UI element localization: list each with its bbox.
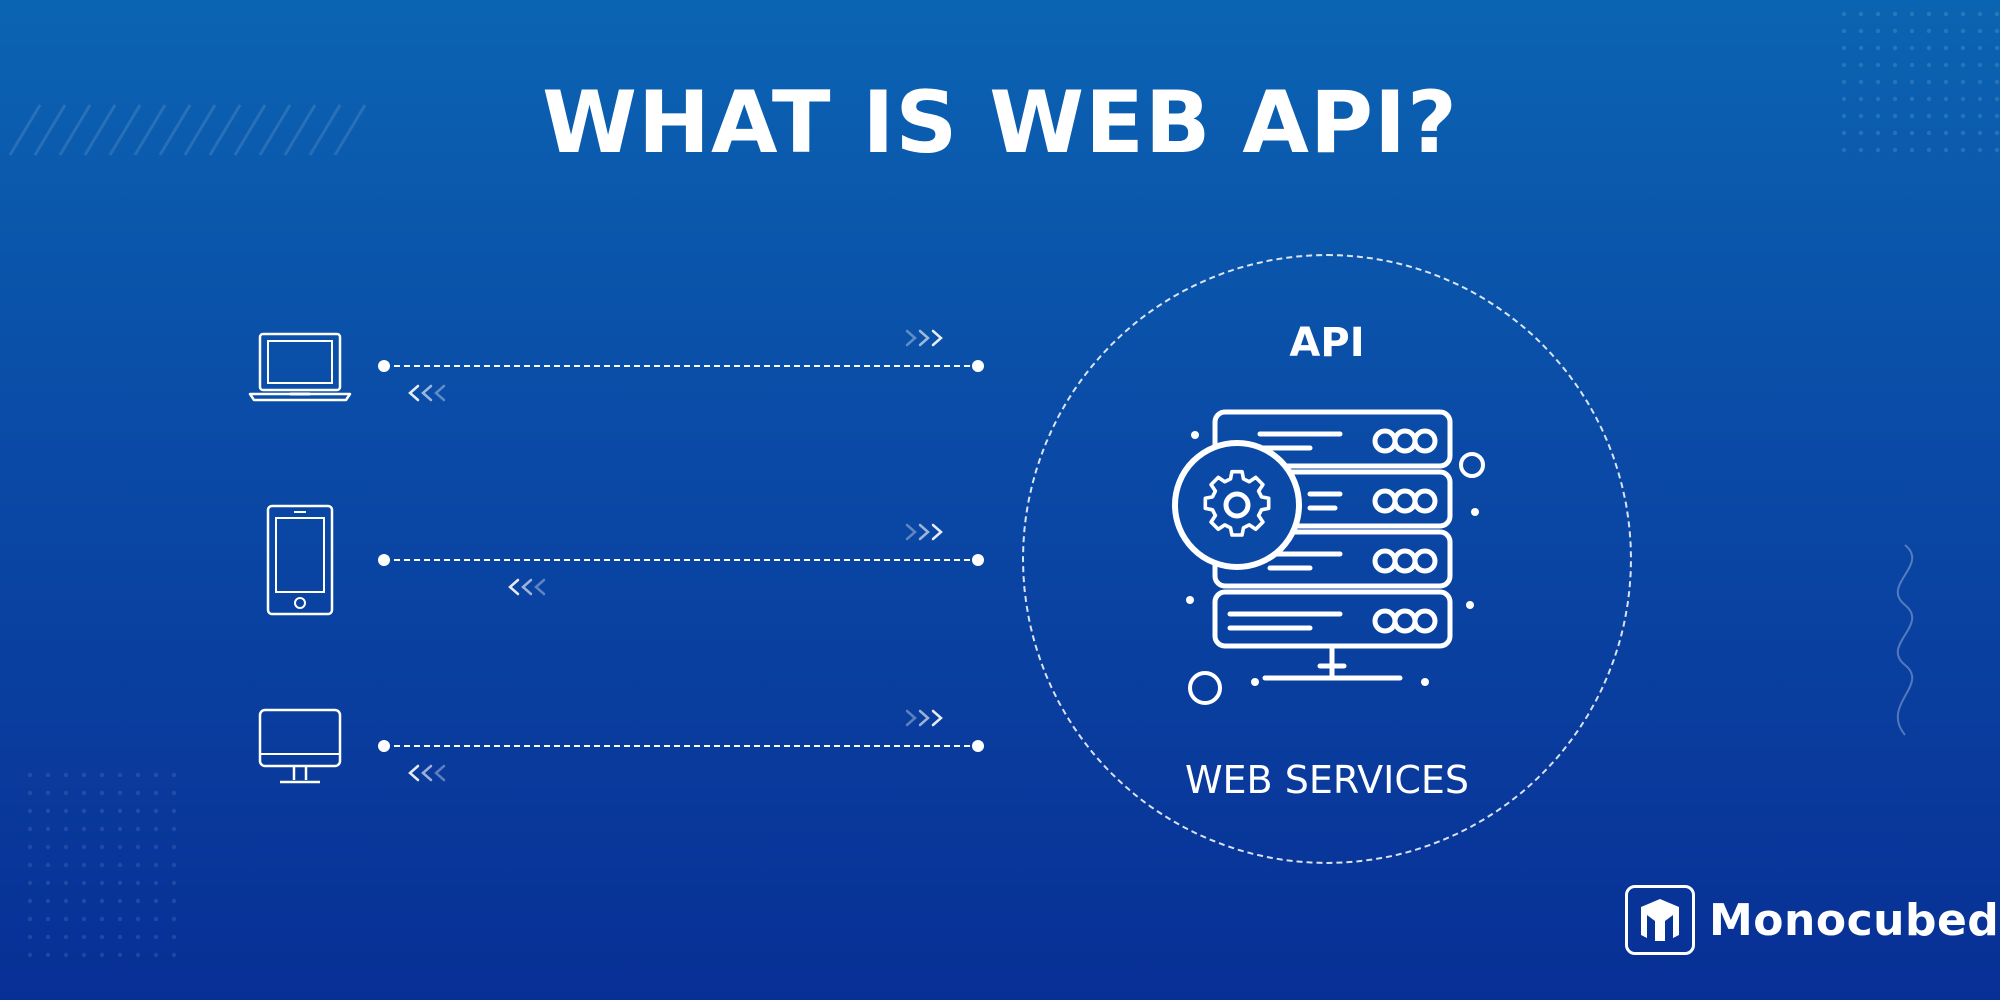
- api-label: API: [1289, 320, 1365, 366]
- connection-line-laptop: [378, 329, 984, 402]
- brand-logo[interactable]: Monocubed: [1625, 885, 1999, 955]
- web-services-circle: [1022, 254, 1632, 864]
- dot-grid-decoration-top-right: [1840, 10, 2000, 160]
- desktop-monitor-icon: [258, 708, 342, 784]
- wavy-line-decoration: [1896, 544, 1914, 736]
- server-rack-icon: [1172, 409, 1485, 705]
- page-title: WHAT IS WEB API?: [542, 73, 1458, 173]
- tablet-icon: [266, 504, 334, 616]
- dot-grid-decoration-bottom-left: [25, 770, 185, 970]
- web-services-label: WEB SERVICES: [1184, 758, 1470, 802]
- connection-line-desktop: [378, 709, 984, 782]
- connection-line-tablet: [378, 523, 984, 596]
- laptop-icon: [248, 332, 352, 402]
- diagonal-stripes-decoration: [8, 104, 367, 156]
- monocubed-logo-icon: [1625, 885, 1695, 955]
- brand-name: Monocubed: [1709, 894, 2000, 946]
